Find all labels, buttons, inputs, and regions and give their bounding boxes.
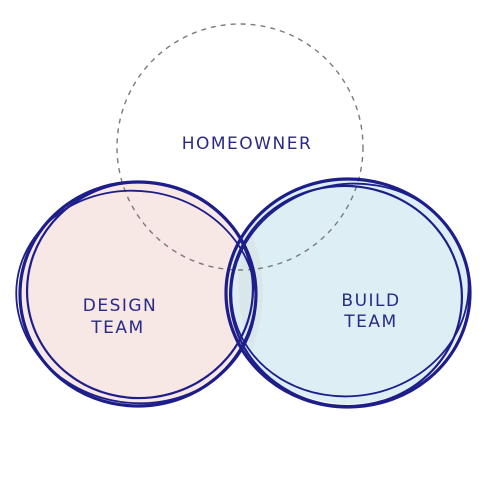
build-team-circle-fill [228, 180, 468, 404]
design-team-label-line-1: DESIGN [83, 296, 158, 316]
design-team-label-line-2: TEAM [90, 318, 144, 338]
design-team-circle-fill [22, 182, 254, 404]
build-team-circle [224, 177, 472, 409]
build-team-stroke-2 [228, 184, 464, 408]
build-team-stroke-3 [230, 182, 470, 398]
homeowner-circle [116, 23, 364, 271]
design-team-stroke-3 [15, 189, 257, 405]
build-team-label-line-1: BUILD [341, 291, 400, 311]
overlap-region [238, 230, 264, 350]
design-team-circle [15, 180, 258, 408]
circle-fills [22, 180, 468, 404]
build-team-label-line-2: TEAM [343, 312, 397, 332]
homeowner-label: HOMEOWNER [182, 134, 313, 154]
